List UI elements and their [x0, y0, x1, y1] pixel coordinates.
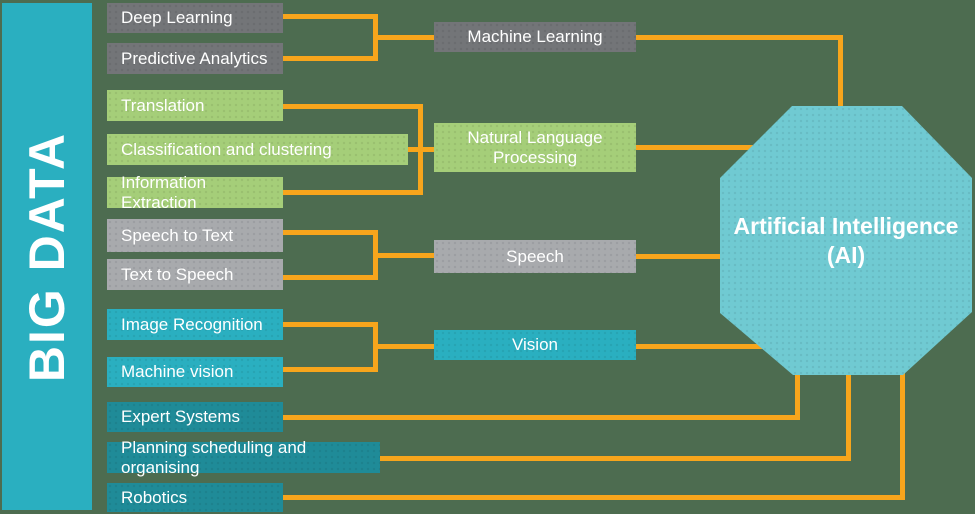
subtopic-robotics: Robotics [107, 483, 283, 512]
category-vision: Vision [434, 330, 636, 360]
subtopic-text-to-speech: Text to Speech [107, 259, 283, 290]
subtopic-predictive-analytics: Predictive Analytics [107, 43, 283, 74]
connector-information-extraction [283, 190, 423, 195]
connector-machine-vision [283, 367, 378, 372]
connector-vision-to-ai [636, 344, 764, 349]
connector-ml-feed [373, 35, 434, 40]
connector-speech-feed [373, 253, 434, 258]
connector-image-recognition [283, 322, 378, 327]
connector-translation [283, 104, 423, 109]
category-natural-language-processing: Natural Language Processing [434, 123, 636, 172]
category-speech: Speech [434, 240, 636, 273]
connector-expert-systems [283, 415, 800, 420]
subtopic-classification-clustering: Classification and clustering [107, 134, 408, 165]
subtopic-image-recognition: Image Recognition [107, 309, 283, 340]
subtopic-speech-to-text: Speech to Text [107, 219, 283, 252]
big-data-label: BIG DATA [19, 131, 75, 382]
subtopic-expert-systems: Expert Systems [107, 402, 283, 432]
big-data-bar: BIG DATA [2, 3, 92, 510]
subtopic-machine-vision: Machine vision [107, 357, 283, 387]
ai-label-line2: (AI) [826, 241, 866, 268]
connector-ml-to-ai [636, 35, 843, 40]
connector-planning [380, 456, 851, 461]
category-machine-learning: Machine Learning [434, 22, 636, 52]
connector-nlp-feed [418, 147, 434, 152]
connector-ml-to-ai-drop [838, 35, 843, 110]
subtopic-translation: Translation [107, 90, 283, 121]
artificial-intelligence-octagon: Artificial Intelligence (AI) [720, 106, 972, 375]
connector-predictive-analytics [283, 56, 378, 61]
connector-expert-systems-rise [795, 372, 800, 420]
connector-robotics-rise [900, 372, 905, 500]
connector-robotics [283, 495, 905, 500]
connector-speech-to-ai [636, 254, 726, 259]
subtopic-information-extraction: Information Extraction [107, 173, 283, 212]
ai-label-line1: Artificial Intelligence [733, 212, 959, 239]
connector-planning-rise [846, 372, 851, 461]
connector-nlp-to-ai [636, 145, 754, 150]
subtopic-deep-learning: Deep Learning [107, 3, 283, 33]
connector-classification [407, 147, 423, 152]
connector-speech-to-text [283, 230, 378, 235]
connector-text-to-speech [283, 275, 378, 280]
connector-vision-feed [373, 344, 434, 349]
subtopic-planning-scheduling-organising: Planning scheduling and organising [107, 438, 380, 477]
connector-deep-learning [283, 14, 378, 19]
